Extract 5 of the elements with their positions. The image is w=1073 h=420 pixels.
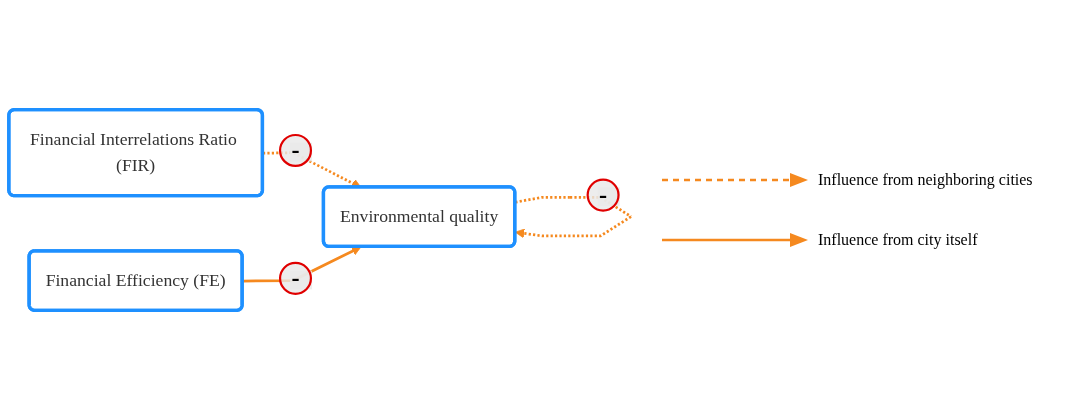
edge-label: -: [599, 180, 608, 209]
edge-label: -: [291, 136, 300, 164]
legend-text: Influence from neighboring cities: [818, 171, 1033, 189]
legend-text: Influence from city itself: [818, 231, 978, 249]
edge-label: -: [291, 264, 300, 292]
